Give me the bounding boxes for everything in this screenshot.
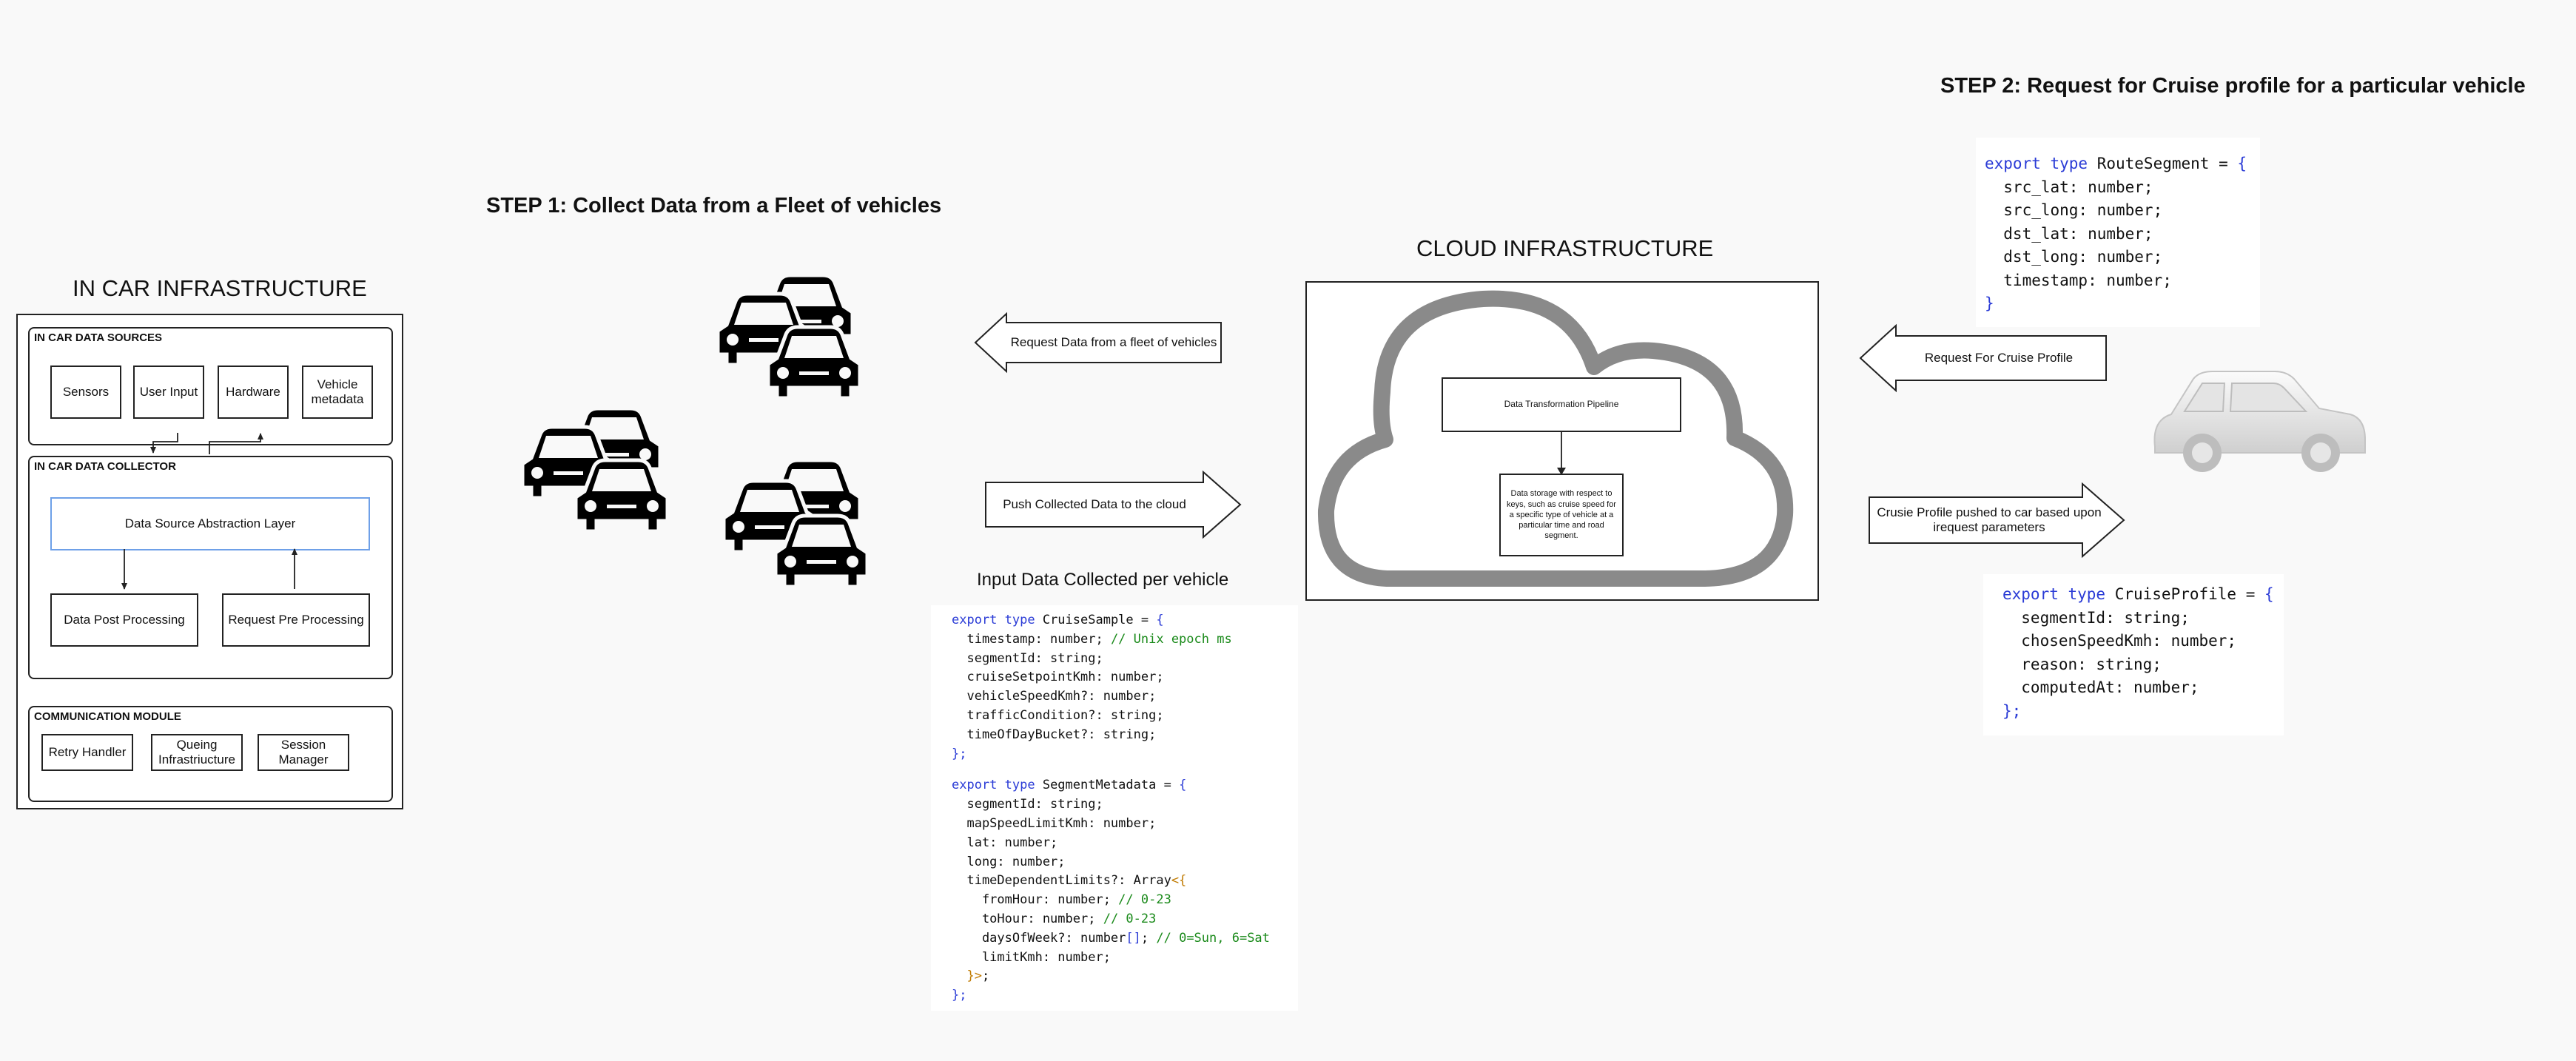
code-line <box>952 764 1298 776</box>
user-input-box: User Input <box>133 366 204 419</box>
step2-title: STEP 2: Request for Cruise profile for a… <box>1940 74 2526 98</box>
code-line: segmentId: string; <box>952 797 1103 812</box>
request-fleet-label: Request Data from a fleet of vehicles <box>1010 334 1217 349</box>
in-car-infrastructure-title: IN CAR INFRASTRUCTURE <box>73 275 367 301</box>
request-pre-processing-box: Request Pre Processing <box>222 593 370 647</box>
session-manager-box: Session Manager <box>258 734 349 771</box>
car-fleet-icon <box>503 259 873 659</box>
hardware-box: Hardware <box>218 366 289 419</box>
cruise-profile-code-block: export type CruiseProfile = { segmentId:… <box>1983 574 2284 735</box>
code-line: }; <box>952 746 967 761</box>
cloud-icon <box>1317 290 1794 587</box>
data-sources-panel: IN CAR DATA SOURCES Sensors User Input H… <box>28 327 393 445</box>
code-line: chosenSpeedKmh: number; <box>2002 632 2237 650</box>
code-line: timeOfDayBucket?: string; <box>952 727 1157 742</box>
retry-handler-box: Retry Handler <box>41 734 133 771</box>
input-data-code-block: export type CruiseSample = { timestamp: … <box>931 605 1298 1011</box>
cloud-infrastructure-title: CLOUD INFRASTRUCTURE <box>1416 235 1714 261</box>
code-line: fromHour: number; // 0-23 <box>952 892 1171 908</box>
code-line: export type RouteSegment = { <box>1985 155 2247 172</box>
code-line: }; <box>952 988 967 1003</box>
code-line: } <box>1985 294 1994 312</box>
code-line: daysOfWeek?: number[]; // 0=Sun, 6=Sat <box>952 930 1270 946</box>
code-line: trafficCondition?: string; <box>952 707 1164 723</box>
code-line: segmentId: string; <box>2002 608 2190 627</box>
communication-module-title: COMMUNICATION MODULE <box>34 710 181 723</box>
sensors-box: Sensors <box>50 366 121 419</box>
pipeline-to-storage-arrow <box>1557 432 1566 475</box>
step1-title: STEP 1: Collect Data from a Fleet of veh… <box>486 194 942 218</box>
code-line: timestamp: number; // Unix epoch ms <box>952 631 1232 647</box>
in-car-infrastructure-frame: IN CAR DATA SOURCES Sensors User Input H… <box>16 314 403 809</box>
code-line: segmentId: string; <box>952 650 1103 666</box>
code-line: timestamp: number; <box>1985 271 2172 289</box>
queueing-infrastructure-box: Queing Infrastriucture <box>151 734 243 771</box>
code-line: export type CruiseSample = { <box>952 613 1164 627</box>
route-segment-code-block: export type RouteSegment = { src_lat: nu… <box>1976 138 2260 327</box>
code-line: lat: number; <box>952 835 1058 850</box>
code-line: toHour: number; // 0-23 <box>952 911 1157 926</box>
code-line: export type CruiseProfile = { <box>2002 585 2274 603</box>
code-line: export type SegmentMetadata = { <box>952 778 1187 793</box>
data-storage-box: Data storage with respect to keys, such … <box>1499 474 1624 556</box>
code-line: dst_long: number; <box>1985 248 2163 266</box>
code-line: }; <box>2002 701 2022 720</box>
code-line: cruiseSetpointKmh: number; <box>952 670 1164 685</box>
code-line: mapSpeedLimitKmh: number; <box>952 815 1157 831</box>
vehicle-metadata-box: Vehicle metadata <box>302 366 373 419</box>
request-fleet-arrow <box>974 311 1222 374</box>
data-transformation-pipeline-box: Data Transformation Pipeline <box>1442 377 1681 432</box>
push-cloud-label: Push Collected Data to the cloud <box>1003 496 1186 511</box>
communication-module-panel: COMMUNICATION MODULE Retry Handler Quein… <box>28 706 393 802</box>
profile-pushed-label: Crusie Profile pushed to car based upon … <box>1877 505 2102 534</box>
code-line: limitKmh: number; <box>952 949 1111 965</box>
code-line: computedAt: number; <box>2002 678 2199 696</box>
code-line: src_long: number; <box>1985 201 2163 219</box>
code-line: dst_lat: number; <box>1985 224 2153 243</box>
data-collector-panel: IN CAR DATA COLLECTOR Data Source Abstra… <box>28 456 393 679</box>
data-post-processing-box: Data Post Processing <box>50 593 198 647</box>
code-line: }>; <box>952 969 990 984</box>
request-profile-arrow <box>1859 323 2107 393</box>
code-line: src_lat: number; <box>1985 178 2153 196</box>
data-source-abstraction-layer: Data Source Abstraction Layer <box>50 497 370 550</box>
data-collector-title: IN CAR DATA COLLECTOR <box>34 460 176 473</box>
request-profile-label: Request For Cruise Profile <box>1924 350 2074 365</box>
code-line: long: number; <box>952 854 1066 869</box>
car-3d-icon <box>2153 371 2366 472</box>
push-cloud-arrow <box>985 470 1242 539</box>
code-line: vehicleSpeedKmh?: number; <box>952 689 1157 704</box>
input-data-title: Input Data Collected per vehicle <box>977 570 1229 590</box>
code-line: reason: string; <box>2002 655 2162 673</box>
data-sources-title: IN CAR DATA SOURCES <box>34 331 163 344</box>
code-line: timeDependentLimits?: Array<{ <box>952 873 1187 889</box>
profile-pushed-arrow <box>1869 482 2125 559</box>
